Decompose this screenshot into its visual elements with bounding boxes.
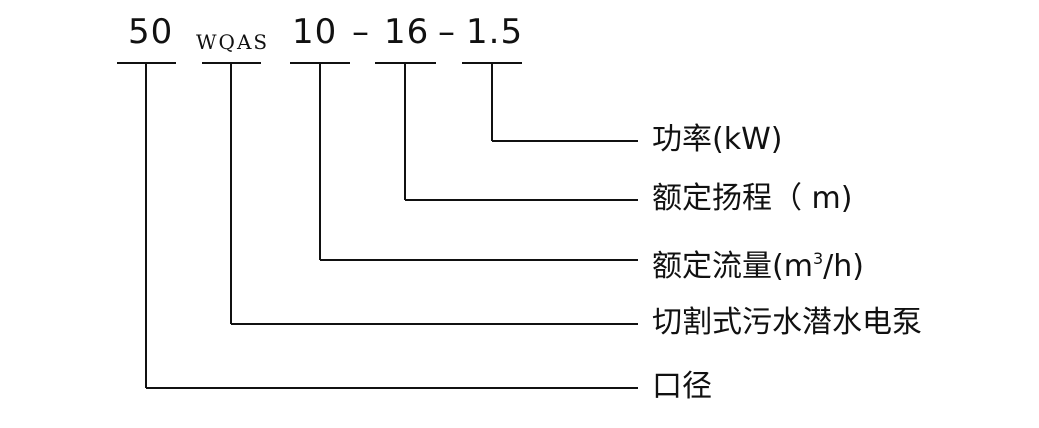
label-flow-superscript: 3 (812, 249, 824, 268)
label-flow-prefix: 额定流量(m (652, 249, 813, 284)
code-series: WQAS (196, 30, 270, 54)
label-power: 功率(kW) (652, 122, 783, 157)
label-head: 额定扬程（ m) (652, 181, 853, 216)
code-diameter: 50 (128, 12, 174, 52)
label-diameter: 口径 (652, 369, 712, 404)
label-flow-suffix: /h) (823, 249, 864, 284)
code-power: 1.5 (466, 12, 524, 52)
label-series: 切割式污水潜水电泵 (652, 305, 922, 340)
code-flow: 10 (292, 12, 338, 52)
label-flow: 额定流量(m3/h) (652, 241, 864, 285)
code-head: 16 (384, 12, 430, 52)
code-separator-1: – (352, 12, 370, 52)
code-separator-2: – (438, 12, 456, 52)
